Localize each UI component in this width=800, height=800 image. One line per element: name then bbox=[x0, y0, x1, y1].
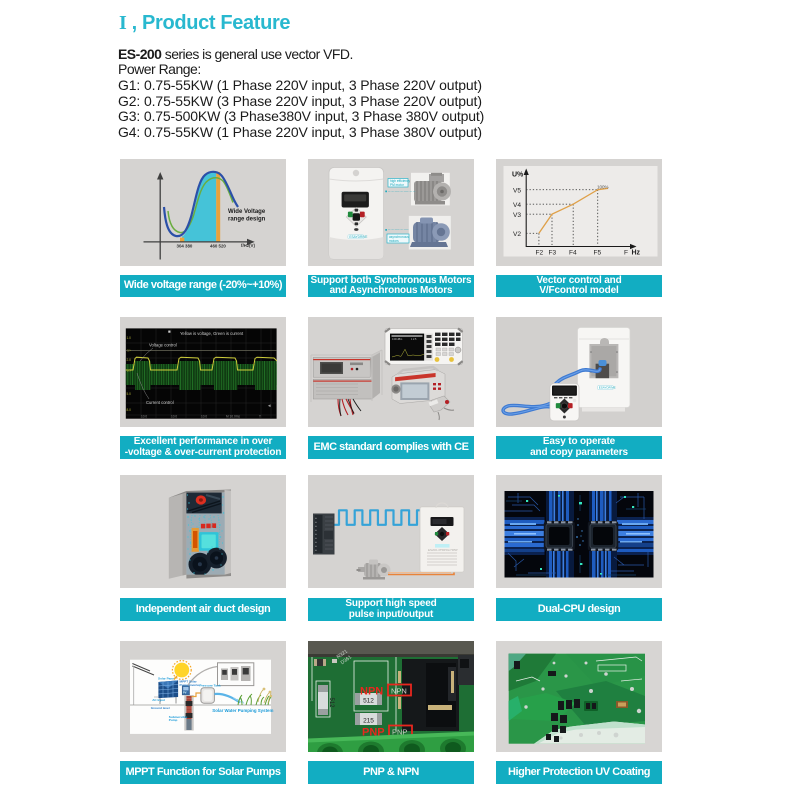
svg-text:high efficiency: high efficiency bbox=[390, 179, 411, 183]
svg-text:8.0: 8.0 bbox=[127, 408, 132, 412]
svg-text:ESAYDRIVE: ESAYDRIVE bbox=[349, 235, 367, 239]
svg-text:PNP: PNP bbox=[362, 727, 385, 739]
svg-text:Voltage control: Voltage control bbox=[149, 343, 177, 348]
svg-text:▪▪: ▪▪ bbox=[315, 517, 317, 520]
svg-text:ESAYDRIVE: ESAYDRIVE bbox=[599, 386, 616, 390]
svg-text:Wide Voltage: Wide Voltage bbox=[228, 209, 266, 215]
svg-text:Current control: Current control bbox=[146, 400, 174, 405]
svg-text:◄: ◄ bbox=[267, 403, 271, 408]
svg-text:NPN: NPN bbox=[391, 687, 407, 696]
svg-text:f/Hz(V): f/Hz(V) bbox=[241, 243, 255, 248]
svg-text:100%: 100% bbox=[597, 184, 609, 189]
svg-text:1 2.5: 1 2.5 bbox=[411, 338, 417, 341]
svg-text:R321: R321 bbox=[336, 649, 349, 661]
svg-text:V5: V5 bbox=[513, 187, 521, 194]
svg-text:1.0: 1.0 bbox=[127, 336, 132, 340]
svg-text:Solar Water Pumping System: Solar Water Pumping System bbox=[212, 708, 273, 713]
svg-text:NPN: NPN bbox=[360, 686, 383, 698]
svg-text:F2: F2 bbox=[536, 250, 544, 257]
svg-text:Pump: Pump bbox=[169, 718, 178, 722]
svg-text:range design: range design bbox=[228, 217, 266, 223]
svg-text:▪▪: ▪▪ bbox=[315, 533, 317, 536]
svg-text:V2: V2 bbox=[513, 231, 521, 238]
svg-text:T: T bbox=[259, 415, 261, 419]
svg-text:5.0: 5.0 bbox=[127, 392, 132, 396]
svg-text:▪▪: ▪▪ bbox=[315, 525, 317, 528]
svg-text:F: F bbox=[624, 250, 628, 257]
svg-text:M 10.0ms: M 10.0ms bbox=[226, 415, 240, 419]
svg-text:ES200-4T5R5G/7R5P: ES200-4T5R5G/7R5P bbox=[428, 548, 458, 552]
svg-text:Ground level: Ground level bbox=[151, 706, 170, 710]
svg-text:AC Input: AC Input bbox=[152, 698, 165, 702]
svg-text:▪▪: ▪▪ bbox=[315, 537, 317, 540]
svg-text:512: 512 bbox=[363, 698, 374, 705]
svg-text:asynchronous: asynchronous bbox=[389, 235, 409, 239]
svg-text:Solar Panel: Solar Panel bbox=[158, 676, 175, 680]
svg-text:V3: V3 bbox=[513, 212, 521, 219]
svg-text:▪▪: ▪▪ bbox=[315, 545, 317, 548]
svg-text:PM motor: PM motor bbox=[390, 183, 405, 187]
svg-text:215: 215 bbox=[363, 718, 374, 725]
svg-text:10.0: 10.0 bbox=[171, 415, 177, 419]
svg-text:PV: PV bbox=[183, 691, 187, 695]
svg-text:2.0: 2.0 bbox=[127, 358, 132, 362]
svg-text:512: 512 bbox=[328, 697, 334, 708]
svg-text:■ ─ ─ ── ─ ──: ■ ─ ─ ── ─ ── bbox=[385, 228, 409, 232]
svg-text:0.00 dBm: 0.00 dBm bbox=[392, 338, 402, 341]
svg-text:F5: F5 bbox=[594, 250, 602, 257]
svg-text:304 380: 304 380 bbox=[177, 244, 193, 249]
svg-text:Submersible: Submersible bbox=[169, 715, 188, 719]
svg-text:1>: 1> bbox=[127, 349, 131, 353]
svg-text:▪▪: ▪▪ bbox=[315, 549, 317, 552]
svg-text:▪▪: ▪▪ bbox=[315, 521, 317, 524]
svg-text:U%: U% bbox=[512, 172, 524, 179]
svg-text:10.0: 10.0 bbox=[141, 415, 147, 419]
svg-text:PNP: PNP bbox=[392, 728, 407, 737]
svg-text:Hz: Hz bbox=[632, 250, 641, 257]
svg-text:▪▪: ▪▪ bbox=[315, 541, 317, 544]
svg-text:motors: motors bbox=[389, 239, 399, 243]
svg-text:Yellow is voltage, Green is cu: Yellow is voltage, Green is current bbox=[180, 331, 244, 336]
svg-text:Pump Inverter: Pump Inverter bbox=[180, 683, 202, 687]
svg-text:F4: F4 bbox=[569, 250, 577, 257]
svg-text:V4: V4 bbox=[513, 202, 521, 209]
svg-text:F3: F3 bbox=[549, 250, 557, 257]
svg-text:▪▪: ▪▪ bbox=[315, 529, 317, 532]
svg-text:10.0: 10.0 bbox=[201, 415, 207, 419]
svg-text:D361: D361 bbox=[340, 654, 353, 666]
svg-text:■ ─ ─ ── ─ ── ─ ─: ■ ─ ─ ── ─ ── ─ ─ bbox=[385, 190, 416, 194]
svg-text:Pressure Tank: Pressure Tank bbox=[200, 684, 221, 688]
svg-text:460 520: 460 520 bbox=[210, 244, 226, 249]
svg-text:2>: 2> bbox=[127, 369, 131, 373]
svg-text:■: ■ bbox=[168, 329, 171, 334]
svg-text:MPPT Solar: MPPT Solar bbox=[180, 680, 198, 684]
